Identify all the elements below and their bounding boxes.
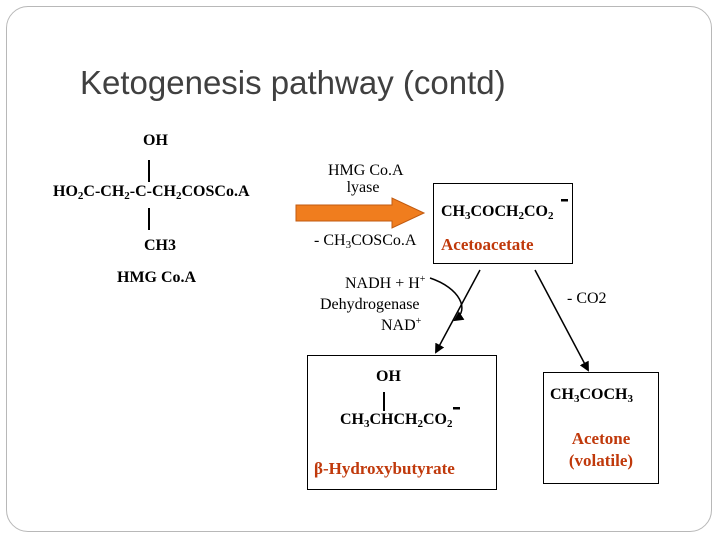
hmg-bond-up	[148, 160, 150, 182]
acetone-name-line2: (volatile)	[568, 451, 634, 470]
hmg-ch3-group: CH3	[144, 237, 176, 254]
hydroxybutyrate-box	[307, 355, 497, 490]
slide-frame	[6, 6, 712, 532]
hmg-formula: HO2C-CH2-C-CH2COSCo.A	[53, 183, 250, 202]
nadh-cofactor: NADH + H+	[345, 274, 426, 292]
acetoacetate-name: Acetoacetate	[441, 235, 534, 254]
slide-title: Ketogenesis pathway (contd)	[80, 64, 506, 101]
acetone-formula: CH3COCH3	[550, 386, 633, 405]
decarboxylation-label: - CO2	[567, 290, 607, 307]
dehydrogenase-enzyme: Dehydrogenase	[320, 296, 420, 313]
lyase-byproduct: - CH3COSCo.A	[314, 232, 417, 251]
hydroxybutyrate-formula: CH3CHCH2CO2	[340, 411, 453, 430]
nad-cofactor: NAD+	[381, 316, 422, 334]
acetone-box	[543, 372, 659, 484]
acetoacetate-box	[433, 183, 573, 264]
hydroxybutyrate-name: β-Hydroxybutyrate	[314, 459, 455, 478]
hmg-oh-group: OH	[143, 132, 168, 149]
hydroxybutyrate-charge-mark	[453, 407, 460, 410]
lyase-enzyme-line1: HMG Co.A	[328, 162, 404, 179]
reduction-arrow	[435, 269, 481, 354]
hydroxybutyrate-bond	[383, 392, 385, 411]
acetoacetate-charge-mark	[561, 199, 568, 202]
decarboxylation-arrow	[534, 269, 589, 372]
lyase-enzyme-line2: lyase	[346, 179, 380, 196]
hydroxybutyrate-oh-group: OH	[376, 368, 401, 385]
hmg-name: HMG Co.A	[117, 269, 197, 286]
hmg-bond-down	[148, 208, 150, 230]
acetone-name-line1: Acetone	[571, 429, 631, 448]
cofactor-curve-arrow	[429, 277, 465, 322]
acetoacetate-formula: CH3COCH2CO2	[441, 203, 554, 222]
lyase-arrow	[295, 197, 426, 229]
